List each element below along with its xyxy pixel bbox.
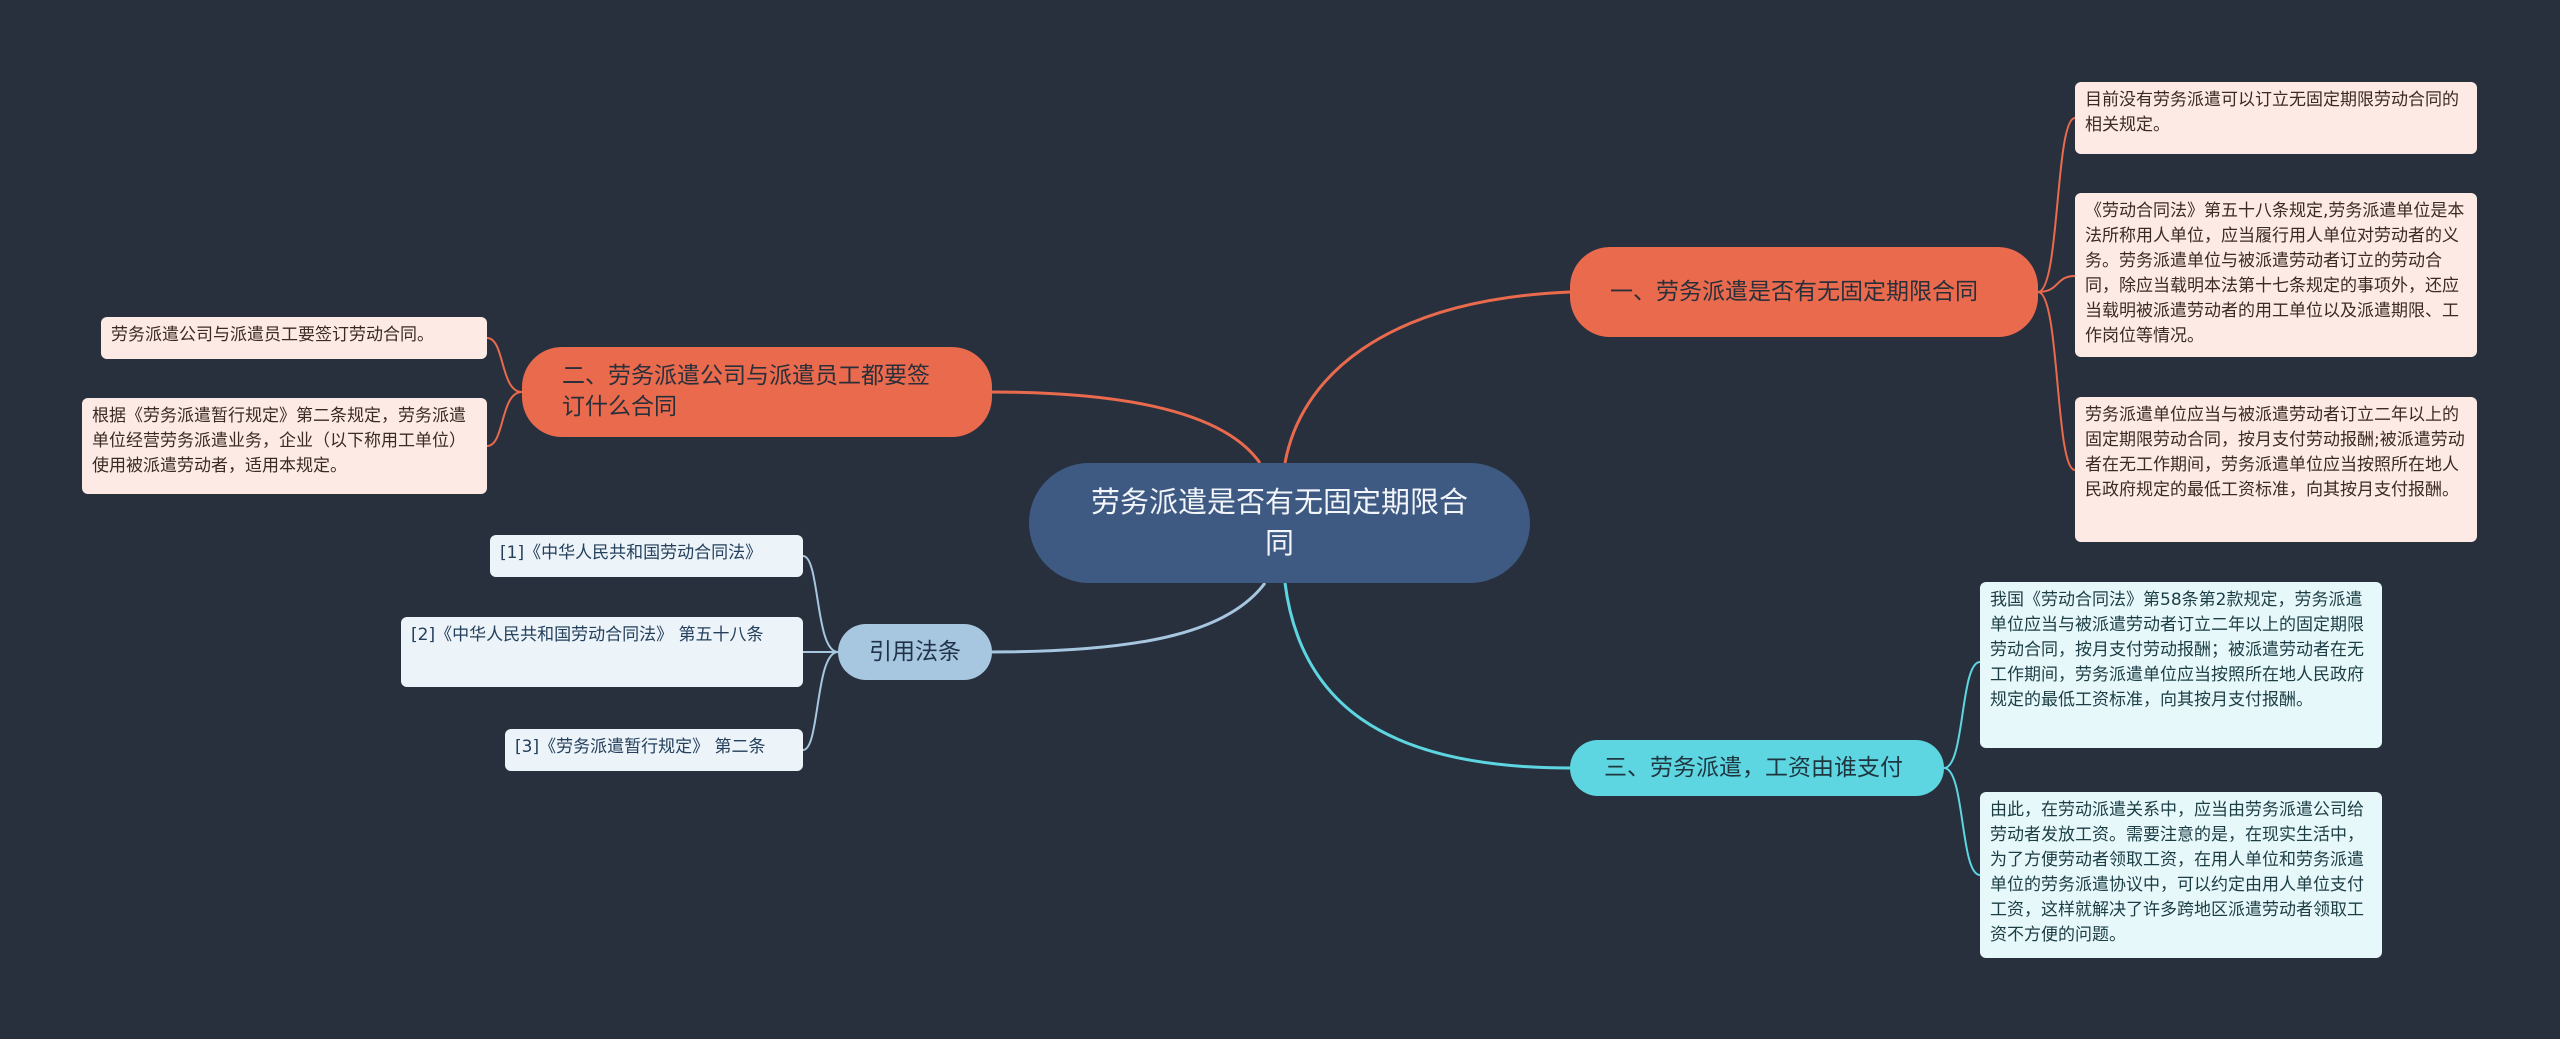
connector-center-b1: [1283, 290, 1571, 464]
leaf-b4-2[interactable]: 由此，在劳动派遣关系中，应当由劳务派遣公司给劳动者发放工资。需要注意的是，在现实…: [1980, 792, 2382, 958]
leaf-text: 我国《劳动合同法》第58条第2款规定，劳务派遣单位应当与被派遣劳动者订立二年以上…: [1990, 590, 2364, 710]
leaf-b3-3[interactable]: [3]《劳务派遣暂行规定》 第二条: [505, 729, 803, 771]
connector-b3-leaf3: [802, 651, 839, 751]
connector-center-b4: [1283, 582, 1571, 770]
branch-topic-cited-laws[interactable]: 引用法条: [838, 624, 992, 680]
connector-center-b3: [989, 582, 1267, 654]
leaf-text: [1]《中华人民共和国劳动合同法》: [500, 543, 763, 563]
branch-label: 引用法条: [869, 638, 961, 665]
central-topic-label: 劳务派遣是否有无固定期限合同: [1090, 485, 1468, 560]
leaf-b1-1[interactable]: 目前没有劳务派遣可以订立无固定期限劳动合同的相关规定。: [2075, 82, 2477, 154]
branch-label: 一、劳务派遣是否有无固定期限合同: [1610, 278, 1978, 305]
leaf-b3-1[interactable]: [1]《中华人民共和国劳动合同法》: [490, 535, 803, 577]
central-topic[interactable]: 劳务派遣是否有无固定期限合同: [1029, 463, 1530, 583]
leaf-b3-2[interactable]: [2]《中华人民共和国劳动合同法》 第五十八条: [401, 617, 803, 687]
leaf-text: 劳务派遣单位应当与被派遣劳动者订立二年以上的固定期限劳动合同，按月支付劳动报酬;…: [2085, 405, 2465, 500]
leaf-text: [3]《劳务派遣暂行规定》 第二条: [515, 737, 766, 757]
connector-b3-leaf1: [802, 555, 839, 653]
leaf-b2-2[interactable]: 根据《劳务派遣暂行规定》第二条规定，劳务派遣单位经营劳务派遣业务，企业（以下称用…: [82, 398, 487, 494]
leaf-b4-1[interactable]: 我国《劳动合同法》第58条第2款规定，劳务派遣单位应当与被派遣劳动者订立二年以上…: [1980, 582, 2382, 748]
leaf-b1-3[interactable]: 劳务派遣单位应当与被派遣劳动者订立二年以上的固定期限劳动合同，按月支付劳动报酬;…: [2075, 397, 2477, 542]
branch-topic-wage-payer[interactable]: 三、劳务派遣，工资由谁支付: [1570, 740, 1944, 796]
leaf-b1-2[interactable]: 《劳动合同法》第五十八条规定,劳务派遣单位是本法所称用人单位，应当履行用人单位对…: [2075, 193, 2477, 357]
leaf-text: 劳务派遣公司与派遣员工要签订劳动合同。: [111, 325, 434, 345]
leaf-text: 根据《劳务派遣暂行规定》第二条规定，劳务派遣单位经营劳务派遣业务，企业（以下称用…: [92, 406, 466, 476]
connector-b4-leaf2: [1943, 767, 1981, 876]
connector-b2-leaf1: [486, 337, 523, 393]
leaf-text: 目前没有劳务派遣可以订立无固定期限劳动合同的相关规定。: [2085, 90, 2459, 135]
branch-label: 二、劳务派遣公司与派遣员工都要签订什么合同: [562, 363, 930, 420]
branch-label: 三、劳务派遣，工资由谁支付: [1604, 754, 1903, 781]
leaf-text: 由此，在劳动派遣关系中，应当由劳务派遣公司给劳动者发放工资。需要注意的是，在现实…: [1990, 800, 2364, 945]
connector-b1-leaf2: [2037, 275, 2076, 293]
connector-b4-leaf1: [1943, 661, 1981, 769]
leaf-text: [2]《中华人民共和国劳动合同法》 第五十八条: [411, 625, 764, 645]
connector-b2-leaf2: [486, 391, 523, 447]
leaf-text: 《劳动合同法》第五十八条规定,劳务派遣单位是本法所称用人单位，应当履行用人单位对…: [2085, 201, 2465, 346]
branch-topic-fixed-term[interactable]: 一、劳务派遣是否有无固定期限合同: [1570, 247, 2038, 337]
connector-b1-leaf3: [2037, 291, 2076, 471]
connector-center-b2: [989, 390, 1262, 464]
branch-topic-contract-type[interactable]: 二、劳务派遣公司与派遣员工都要签订什么合同: [522, 347, 992, 437]
leaf-b2-1[interactable]: 劳务派遣公司与派遣员工要签订劳动合同。: [101, 317, 487, 359]
connector-b1-leaf1: [2037, 117, 2076, 293]
